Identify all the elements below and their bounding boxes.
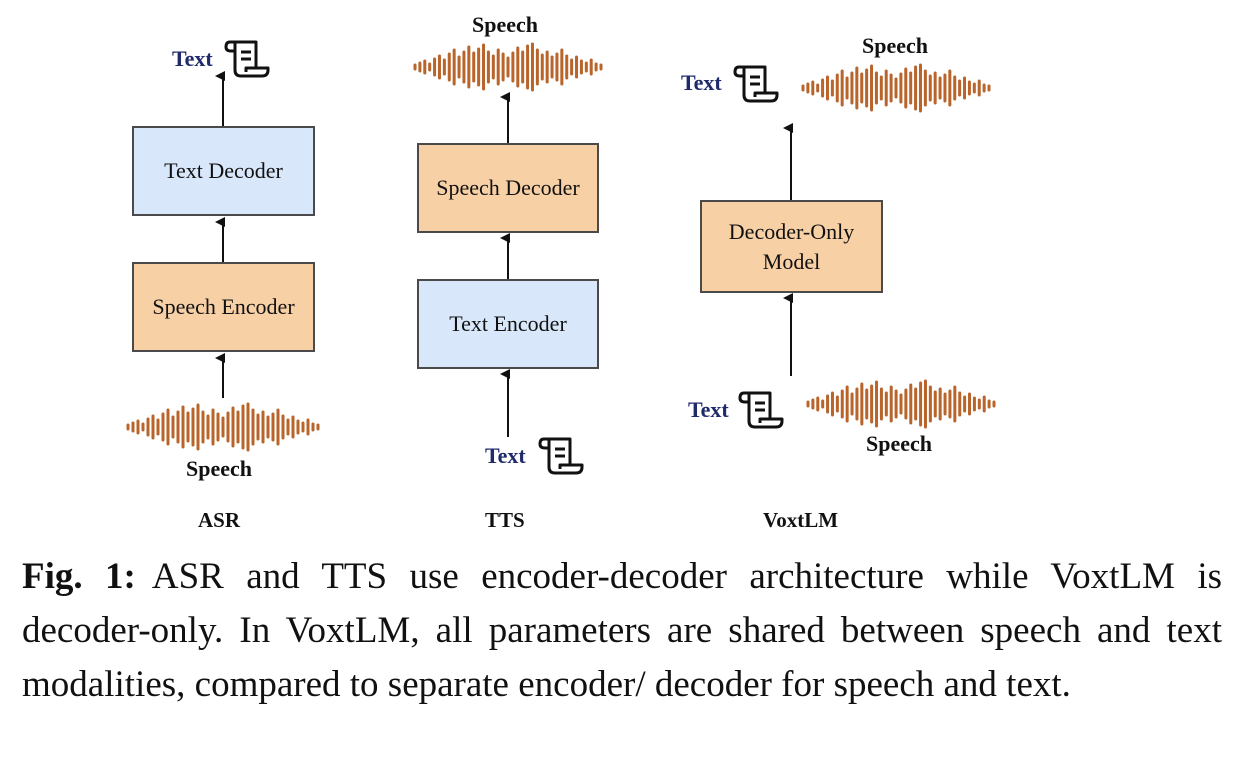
asr-text-decoder-label: Text Decoder	[164, 158, 283, 183]
tts-input-text-label: Text	[485, 443, 526, 468]
asr-speech-encoder-box: Speech Encoder	[132, 262, 315, 352]
waveform-icon	[413, 42, 603, 92]
tts-output-speech-label: Speech	[472, 12, 538, 37]
asr-speech-encoder-label: Speech Encoder	[152, 294, 295, 319]
voxtlm-output-text-label: Text	[681, 70, 722, 95]
voxtlm-model-label-line2: Model	[762, 248, 821, 274]
waveform-icon	[801, 63, 991, 113]
asr-input-speech-label: Speech	[186, 456, 252, 481]
caption-text: ASR and TTS use encoder-decoder architec…	[22, 556, 1222, 705]
asr-output-text-label: Text	[172, 46, 213, 71]
voxtlm-decoder-only-box: Decoder-Only Model	[700, 200, 883, 293]
voxtlm-output-speech-label: Speech	[862, 33, 928, 58]
scroll-icon	[733, 65, 779, 103]
figure-caption: Fig. 1:ASR and TTS use encoder-decoder a…	[22, 550, 1222, 712]
tts-speech-decoder-label: Speech Decoder	[436, 175, 580, 200]
scroll-icon	[224, 40, 270, 78]
voxtlm-input-speech-label: Speech	[866, 431, 932, 456]
tts-text-encoder-box: Text Encoder	[417, 279, 599, 369]
architecture-diagram: Text Text Decoder Speech Encoder Speech …	[126, 12, 996, 532]
tts-text-encoder-label: Text Encoder	[449, 311, 567, 336]
scroll-icon	[738, 391, 784, 429]
caption-label: Fig. 1:	[22, 556, 136, 597]
scroll-icon	[538, 437, 584, 475]
tts-speech-decoder-box: Speech Decoder	[417, 143, 599, 233]
asr-title: ASR	[198, 508, 241, 532]
waveform-icon	[126, 402, 320, 452]
voxtlm-title: VoxtLM	[763, 508, 839, 532]
diagram-graphics	[126, 40, 996, 475]
asr-text-decoder-box: Text Decoder	[132, 126, 315, 216]
tts-title: TTS	[485, 508, 525, 532]
voxtlm-model-label-line1: Decoder-Only	[728, 218, 855, 244]
voxtlm-input-text-label: Text	[688, 397, 729, 422]
waveform-icon	[806, 379, 996, 429]
